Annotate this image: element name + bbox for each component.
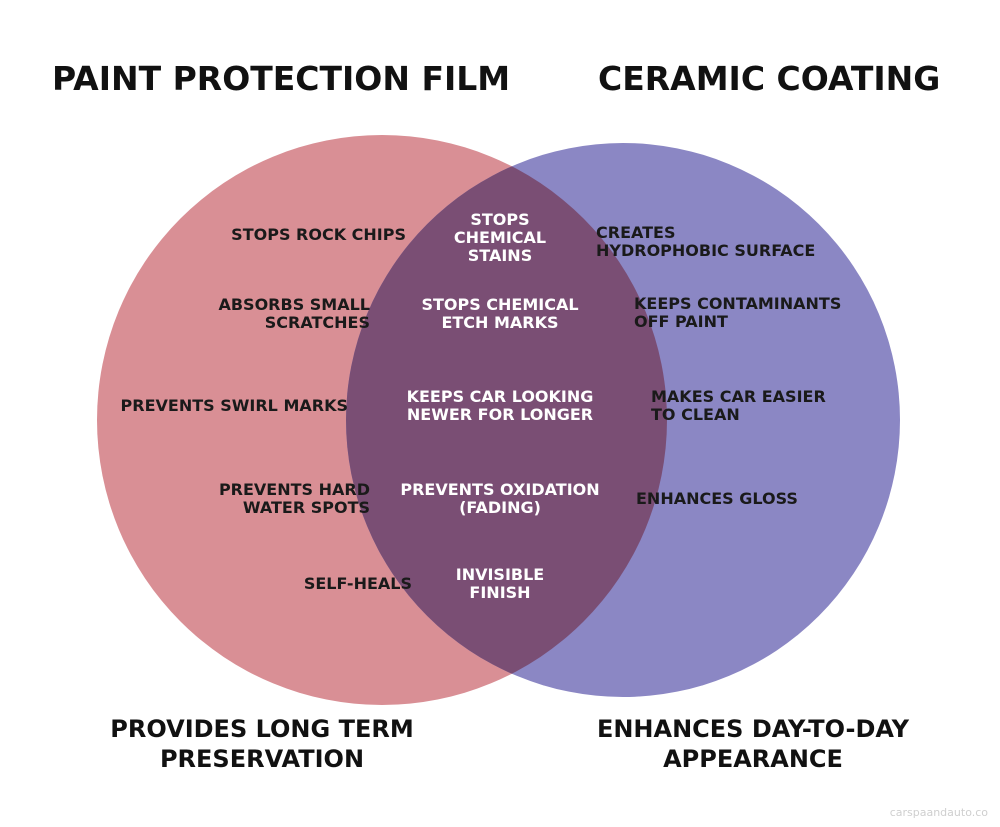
- left-title: PAINT PROTECTION FILM: [52, 59, 511, 98]
- shared-item: STOPS CHEMICAL ETCH MARKS: [421, 295, 579, 332]
- shared-item: KEEPS CAR LOOKING NEWER FOR LONGER: [406, 387, 594, 424]
- left-item: STOPS ROCK CHIPS: [231, 225, 406, 244]
- right-item: MAKES CAR EASIER TO CLEAN: [651, 387, 826, 424]
- left-caption: PROVIDES LONG TERM PRESERVATION: [110, 715, 414, 773]
- right-item: CREATES HYDROPHOBIC SURFACE: [596, 223, 816, 260]
- right-item: KEEPS CONTAMINANTS OFF PAINT: [634, 294, 842, 331]
- watermark: carspaandauto.co: [889, 806, 988, 819]
- shared-item: INVISIBLE FINISH: [455, 565, 545, 602]
- overlap-region: [346, 143, 667, 697]
- left-item: PREVENTS SWIRL MARKS: [120, 396, 348, 415]
- left-item: ABSORBS SMALL SCRATCHES: [218, 295, 370, 332]
- right-title: CERAMIC COATING: [598, 59, 941, 98]
- left-item: SELF-HEALS: [303, 574, 412, 593]
- left-item: PREVENTS HARD WATER SPOTS: [218, 480, 370, 517]
- right-item: ENHANCES GLOSS: [636, 489, 798, 508]
- shared-item: STOPS CHEMICAL STAINS: [453, 210, 547, 265]
- shared-item: PREVENTS OXIDATION (FADING): [400, 480, 600, 517]
- right-caption: ENHANCES DAY-TO-DAY APPEARANCE: [596, 715, 910, 773]
